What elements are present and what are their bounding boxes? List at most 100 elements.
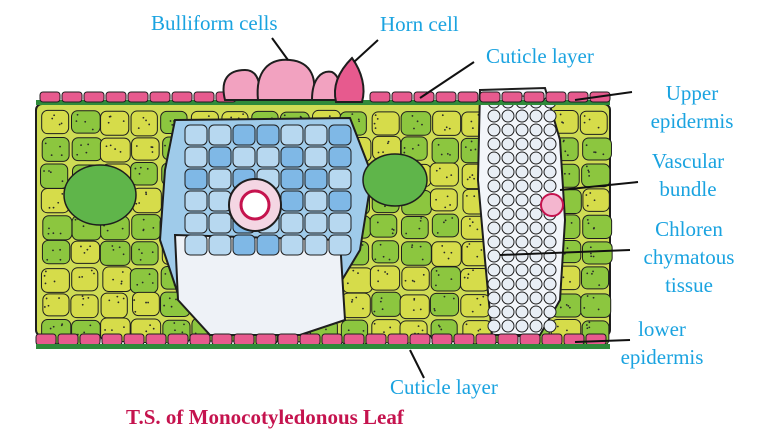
sheath-cell [305, 147, 327, 167]
chloroplast-dot [481, 249, 483, 251]
chloroplast-dot [352, 270, 354, 272]
chloroplast-dot [584, 115, 586, 117]
vascular-cell [544, 264, 556, 276]
upper-epidermis-cell [524, 92, 544, 102]
chloroplast-dot [86, 249, 88, 251]
vascular-cell [530, 110, 542, 122]
upper-epidermis-cell [480, 92, 500, 102]
chloroplast-dot [445, 219, 447, 221]
chloroplast-dot [48, 170, 50, 172]
chloroplast-dot [149, 324, 151, 326]
chloroplast-dot [76, 120, 78, 122]
sheath-cell [281, 169, 303, 189]
chloroplast-dot [592, 271, 594, 273]
chloroplast-dot [446, 176, 448, 178]
vascular-cell [502, 180, 514, 192]
lower-epidermis-cell [300, 334, 320, 345]
chloroplast-dot [45, 142, 47, 144]
mesophyll-cell [432, 214, 458, 237]
sheath-cell [209, 125, 231, 145]
chloroplast-dot [436, 170, 438, 172]
chloroplast-dot [447, 153, 449, 155]
lower-epidermis-cell [388, 334, 408, 345]
chloroplast-dot [569, 307, 571, 309]
vascular-cell [516, 306, 528, 318]
mesophyll-cell [401, 242, 431, 266]
chloroplast-dot [362, 308, 364, 310]
chloroplast-dot [382, 308, 384, 310]
chloroplast-dot [469, 176, 471, 178]
chloroplast-dot [472, 269, 474, 271]
chloroplast-dot [82, 304, 84, 306]
mesophyll-cell [42, 110, 69, 133]
chloroplast-dot [377, 118, 379, 120]
chloroplast-dot [208, 115, 210, 117]
sheath-cell [305, 235, 327, 255]
chloroplast-dot [583, 307, 585, 309]
xylem-lumen [241, 191, 269, 219]
chloroplast-dot [464, 277, 466, 279]
vascular-cell [502, 306, 514, 318]
chloroplast-dot [46, 298, 48, 300]
chloroplast-dot [593, 227, 595, 229]
chloroplast-dot [598, 309, 600, 311]
vascular-cell [502, 250, 514, 262]
vascular-cell [488, 124, 500, 136]
upper-epidermis-cell [128, 92, 148, 102]
sheath-cell [329, 213, 351, 233]
chloroplast-dot [469, 225, 471, 227]
chloroplast-dot [141, 252, 143, 254]
chloroplast-dot [418, 228, 420, 230]
vascular-cell [488, 236, 500, 248]
vascular-cell [544, 250, 556, 262]
mesophyll-cell [432, 138, 458, 163]
vascular-cell [488, 152, 500, 164]
chloroplast-dot [588, 171, 590, 173]
sheath-cell [305, 125, 327, 145]
lower-cuticle [36, 344, 610, 349]
mesophyll-cell [583, 138, 612, 160]
vascular-cell [502, 166, 514, 178]
chloroplast-dot [164, 145, 166, 147]
upper-epidermis-cell [502, 92, 522, 102]
lower-epidermis-cell [476, 334, 496, 345]
chloroplast-dot [123, 253, 125, 255]
chloroplast-dot [163, 305, 165, 307]
chloroplast-dot [377, 280, 379, 282]
chloroplast-dot [123, 326, 125, 328]
sheath-cell [281, 125, 303, 145]
sheath-cell [185, 191, 207, 211]
mesophyll-cell [100, 241, 130, 265]
chloroplast-dot [348, 329, 350, 331]
chloroplast-dot [586, 272, 588, 274]
chloroplast-dot [375, 114, 377, 116]
chloroplast-dot [418, 144, 420, 146]
mesophyll-cell [130, 269, 157, 293]
vascular-cell [488, 292, 500, 304]
chloroplast-dot [450, 252, 452, 254]
chloroplast-dot [438, 144, 440, 146]
vascular-cell [530, 222, 542, 234]
chloroplast-dot [53, 326, 55, 328]
vascular-cell [516, 180, 528, 192]
vascular-cell [488, 110, 500, 122]
vascular-cell [544, 278, 556, 290]
mesophyll-cell [582, 267, 609, 289]
chloroplast-dot [374, 123, 376, 125]
mesophyll-cell [43, 216, 72, 240]
chloroplast-dot [52, 249, 54, 251]
chloroplast-dot [472, 127, 474, 129]
chloroplast-dot [587, 219, 589, 221]
chloroplast-dot [300, 116, 302, 118]
chloroplast-dot [175, 299, 177, 301]
chloroplast-dot [595, 151, 597, 153]
vascular-cell [516, 222, 528, 234]
chloroplast-dot [60, 233, 62, 235]
mesophyll-cell [43, 294, 69, 316]
sheath-cell [281, 235, 303, 255]
chloroplast-dot [421, 124, 423, 126]
mesophyll-cell [583, 215, 612, 238]
mesophyll-cell [370, 266, 399, 290]
vascular-cell [544, 152, 556, 164]
chloroplast-dot [441, 245, 443, 247]
